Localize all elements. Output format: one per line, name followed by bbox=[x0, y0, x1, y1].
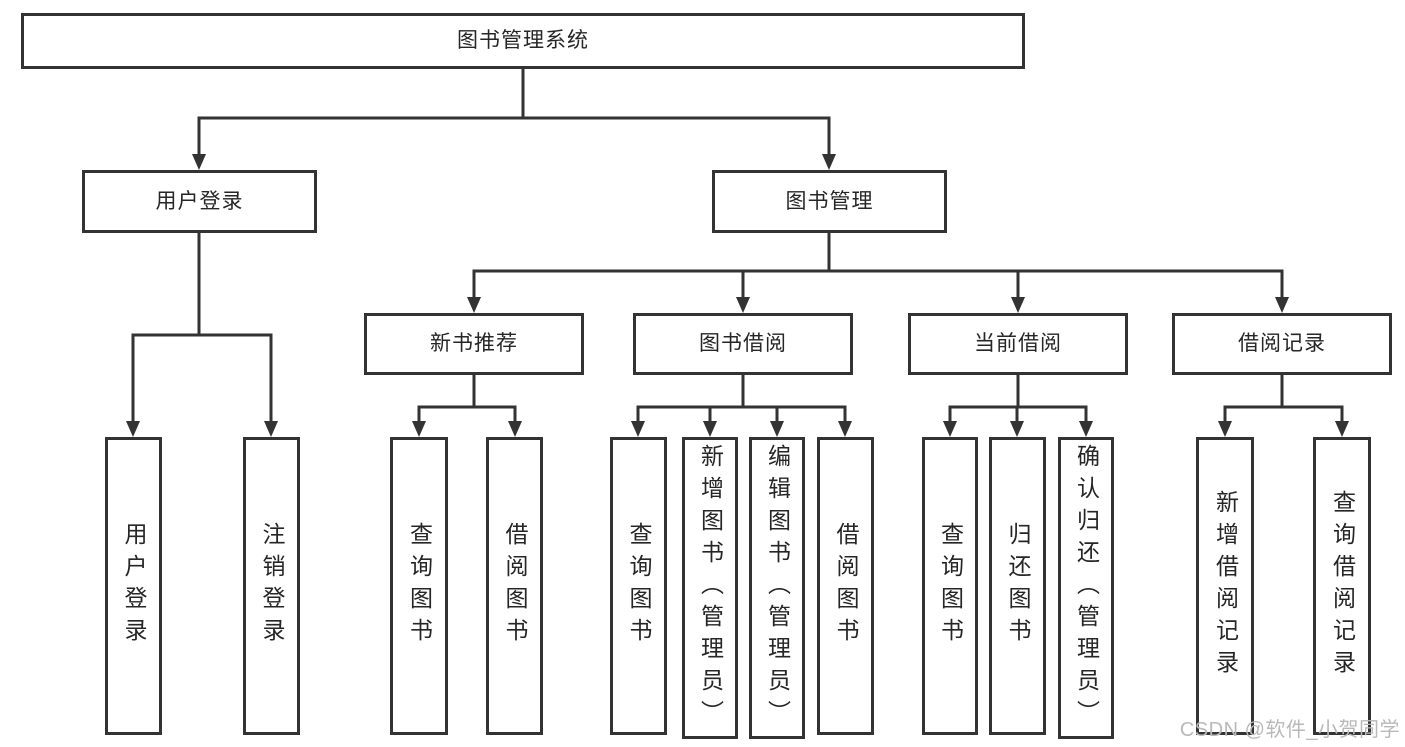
leaf-logout: 注销登录 bbox=[243, 437, 300, 735]
branch-book-borrow bbox=[631, 375, 852, 437]
node-root: 图书管理系统 bbox=[21, 13, 1025, 69]
branch-new-book-recommend bbox=[412, 375, 522, 437]
leaf-records-query-record: 查询借阅记录 bbox=[1313, 437, 1371, 735]
node-new-book-recommend: 新书推荐 bbox=[364, 313, 584, 375]
branch-current-borrow bbox=[943, 375, 1093, 437]
branch-book-management bbox=[467, 233, 1289, 313]
csdn-watermark: CSDN @软件_小贺同学 bbox=[1179, 719, 1400, 741]
leaf-recommend-query-book: 查询图书 bbox=[390, 437, 448, 735]
branch-borrow-records bbox=[1218, 375, 1349, 437]
leaf-borrow-query-book: 查询图书 bbox=[610, 437, 667, 735]
leaf-current-return-book: 归还图书 bbox=[989, 437, 1046, 735]
node-user-login-group: 用户登录 bbox=[82, 170, 317, 233]
leaf-user-login: 用户登录 bbox=[105, 437, 162, 735]
node-borrow-records: 借阅记录 bbox=[1172, 313, 1392, 375]
node-book-management: 图书管理 bbox=[712, 170, 947, 233]
branch-user-login bbox=[126, 233, 278, 437]
leaf-current-confirm-return-admin: 确认归还（管理员） bbox=[1058, 437, 1114, 739]
leaf-borrow-add-book-admin: 新增图书（管理员） bbox=[682, 437, 738, 739]
leaf-current-query-book: 查询图书 bbox=[922, 437, 978, 735]
leaf-borrow-borrow-book: 借阅图书 bbox=[817, 437, 874, 735]
node-current-borrow: 当前借阅 bbox=[908, 313, 1128, 375]
node-book-borrow: 图书借阅 bbox=[633, 313, 853, 375]
branch-root bbox=[192, 69, 836, 170]
leaf-borrow-edit-book-admin: 编辑图书（管理员） bbox=[749, 437, 805, 739]
leaf-recommend-borrow-book: 借阅图书 bbox=[486, 437, 543, 735]
leaf-records-add-record: 新增借阅记录 bbox=[1196, 437, 1254, 735]
